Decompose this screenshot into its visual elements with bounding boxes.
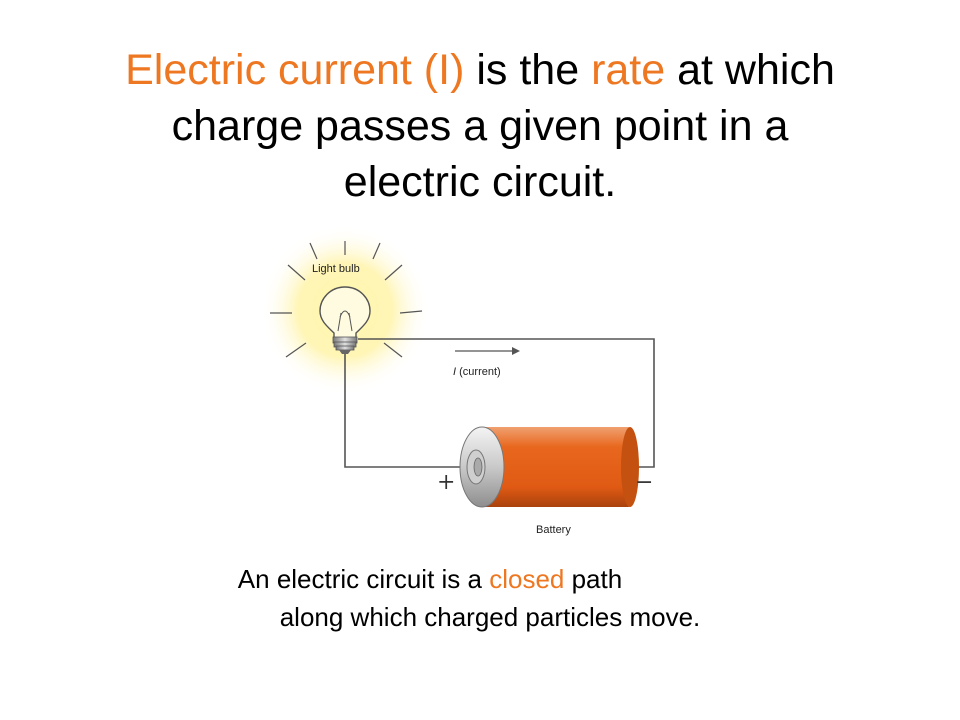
current-text: (current) [456,366,501,378]
caption-line-1: An electric circuit is a closed path [180,560,800,598]
title-line-1: Electric current (I) is the rate at whic… [40,42,920,98]
negative-terminal-sign: − [635,470,653,495]
circuit-diagram: Light bulb I (current) Battery + − [260,225,655,536]
current-arrow [455,347,520,355]
battery-label: Battery [536,524,571,536]
current-symbol: I [453,366,456,378]
title-text: is the [464,46,592,94]
positive-terminal-sign: + [437,470,455,495]
title-text: at which [665,46,835,94]
title-term-rate: rate [591,46,666,94]
light-bulb-label: Light bulb [312,263,360,275]
light-rays [270,241,423,358]
caption-text: path [564,564,623,594]
title-term-electric-current: Electric current (I) [125,46,465,94]
caption-text: An electric circuit is a [237,564,490,594]
battery [459,426,639,508]
slide-title: Electric current (I) is the rate at whic… [40,42,920,210]
title-line-3: electric circuit. [343,158,617,206]
current-label: I (current) [453,366,501,378]
caption-line-2: along which charged particles move. [279,602,701,632]
title-line-2: charge passes a given point in a [171,102,789,150]
light-bulb [319,286,371,354]
caption-term-closed: closed [489,564,565,594]
slide-caption: An electric circuit is a closed path alo… [180,560,800,636]
circuit-wires [344,338,655,468]
